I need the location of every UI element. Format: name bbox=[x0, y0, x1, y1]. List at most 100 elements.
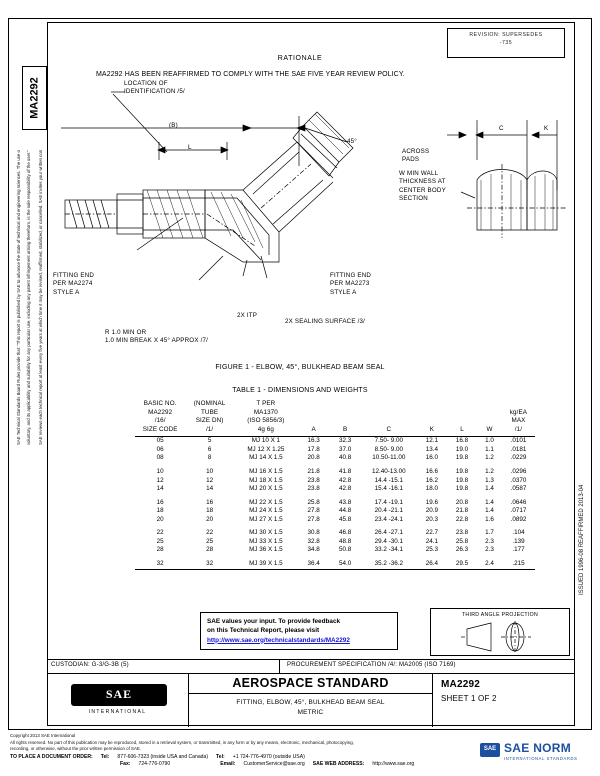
svg-text:MA2292: MA2292 bbox=[28, 77, 40, 119]
title-block-right-cell: MA2292 SHEET 1 OF 2 bbox=[433, 673, 575, 727]
rationale-text: MA2292 HAS BEEN REAFFIRMED TO COMPLY WIT… bbox=[96, 71, 405, 78]
table-cell-a: 36.4 bbox=[307, 560, 320, 567]
sidebar-legal-notes: SAE Technical Standards Board Rules prov… bbox=[16, 150, 43, 445]
table-cell-c: 23.4 -24.1 bbox=[374, 515, 404, 523]
table-cell-thread: MJ 24 X 1.5 bbox=[249, 507, 283, 515]
th-thread-4: 4g 6g bbox=[257, 425, 274, 433]
feedback-line-2: on this Technical Report, please visit bbox=[207, 627, 320, 635]
table-cell-weight: .177 bbox=[512, 546, 525, 554]
table-cell-k: 16.2 bbox=[425, 476, 439, 484]
custodian-text: CUSTODIAN: G-3/G-3B (5) bbox=[51, 662, 129, 668]
tel-intl-label: Tel: bbox=[216, 753, 225, 760]
table-bottom-rule bbox=[135, 568, 535, 572]
callout-dim-c: C bbox=[499, 125, 504, 132]
table-cell-a: 23.8 bbox=[307, 476, 320, 484]
revision-supersedes-label: REVISION: SUPERSEDES bbox=[469, 32, 543, 38]
table-cell-l: 19.8 bbox=[455, 454, 469, 462]
table-cell-w: 1.7 bbox=[485, 529, 494, 537]
table-cell-c: 12.40-13.00 bbox=[372, 467, 406, 475]
email-value: CustomerService@sae.org bbox=[243, 760, 305, 767]
table-header-row-2: MA2292 TUBE MA1370 kg/EA bbox=[135, 409, 535, 418]
table-cell-a: 21.8 bbox=[307, 467, 320, 475]
th-weight-2: MAX bbox=[511, 417, 526, 425]
table-cell-nominal: 28 bbox=[206, 546, 214, 554]
table-cell-nominal: 12 bbox=[206, 476, 214, 484]
feedback-url-link[interactable]: http://www.sae.org/technicalstandards/MA… bbox=[207, 636, 350, 644]
table-cell-w: 1.0 bbox=[485, 437, 494, 445]
table-cell-l: 23.8 bbox=[455, 529, 469, 537]
table-cell-thread: MJ 16 X 1.5 bbox=[249, 467, 283, 475]
table-cell-nominal: 14 bbox=[206, 485, 214, 493]
th-weight-3: /1/ bbox=[514, 425, 523, 433]
table-cell-basic: 28 bbox=[156, 546, 164, 554]
sae-logo-badge-icon: SAE bbox=[71, 684, 167, 706]
th-col-k: K bbox=[429, 425, 435, 433]
table-cell-l: 20.8 bbox=[455, 498, 469, 506]
table-cell-c: 17.4 -19.1 bbox=[374, 498, 404, 506]
standard-type-title: AEROSPACE STANDARD bbox=[232, 676, 389, 690]
third-angle-projection-label: THIRD ANGLE PROJECTION bbox=[461, 612, 539, 618]
table-cell-c: 35.2 -36.2 bbox=[374, 560, 404, 567]
callout-across-pads: ACROSS PADS bbox=[402, 148, 430, 164]
table-cell-b: 43.8 bbox=[338, 498, 352, 506]
table-cell-thread: MJ 10 X 1 bbox=[251, 437, 281, 445]
table-foot bbox=[135, 568, 535, 572]
table-cell-l: 22.8 bbox=[455, 515, 469, 523]
th-col-l: L bbox=[460, 425, 464, 433]
table-cell-weight: .0892 bbox=[510, 515, 527, 523]
table-header-row-3: /16/ SIZE DN) (ISO 5856/3) MAX bbox=[135, 417, 535, 426]
svg-text:voluntary, and its applicabili: voluntary, and its applicability and sui… bbox=[26, 150, 31, 445]
revision-supersedes-value: -735 bbox=[499, 40, 513, 46]
table-cell-nominal: 10 bbox=[206, 467, 214, 475]
table-cell-k: 25.3 bbox=[425, 546, 439, 554]
table-cell-thread: MJ 20 X 1.5 bbox=[249, 485, 283, 493]
callout-two-x-itp: 2X ITP bbox=[237, 312, 258, 319]
table-cell-w: 1.4 bbox=[485, 485, 494, 493]
title-block-divider bbox=[279, 660, 280, 673]
th-thread-3: (ISO 5856/3) bbox=[247, 417, 285, 425]
table-cell-l: 19.8 bbox=[455, 476, 469, 484]
document-description: FITTING, ELBOW, 45°, BULKHEAD BEAM SEAL … bbox=[189, 698, 432, 717]
table-cell-w: 1.4 bbox=[485, 498, 494, 506]
callout-wall-thickness: W MIN WALL THICKNESS AT CENTER BODY SECT… bbox=[399, 170, 446, 203]
tel-intl-value: +1 724-776-4970 (outside USA) bbox=[232, 753, 305, 760]
table-cell-b: 54.0 bbox=[338, 560, 352, 567]
feedback-box: SAE values your input. To provide feedba… bbox=[200, 612, 398, 650]
table-cell-w: 1.2 bbox=[485, 467, 494, 475]
callout-sealing-surface: 2X SEALING SURFACE /3/ bbox=[285, 318, 366, 325]
table-cell-weight: .0296 bbox=[510, 467, 527, 475]
table-cell-c: 33.2 -34.1 bbox=[374, 546, 404, 554]
watermark-badge-icon: SAE bbox=[480, 743, 500, 757]
callout-fitting-end-left: FITTING END PER MA2274 STYLE A bbox=[53, 272, 95, 296]
fax-label: Fax: bbox=[120, 760, 131, 767]
table-cell-a: 34.8 bbox=[307, 546, 320, 554]
table-cell-thread: MJ 27 X 1.5 bbox=[249, 515, 283, 523]
table-cell-thread: MJ 14 X 1.5 bbox=[249, 454, 283, 462]
th-col-b: B bbox=[342, 425, 348, 433]
title-block-center-rule bbox=[189, 693, 432, 694]
table-cell-k: 20.3 bbox=[425, 515, 439, 523]
email-label: Email: bbox=[220, 760, 236, 767]
table-cell-basic: 18 bbox=[156, 507, 164, 515]
rationale-heading: RATIONALE bbox=[277, 55, 323, 62]
watermark: SAE SAE NORM INTERNATIONAL STANDARDS bbox=[480, 740, 588, 770]
feedback-line-1: SAE values your input. To provide feedba… bbox=[207, 618, 341, 625]
table-cell-basic: 14 bbox=[156, 485, 164, 493]
table-cell-thread: MJ 22 X 1.5 bbox=[249, 498, 283, 506]
table-cell-basic: 22 bbox=[156, 529, 164, 537]
table-cell-a: 16.3 bbox=[307, 437, 320, 445]
fax-value: 724-776-0790 bbox=[138, 760, 171, 767]
table-cell-nominal: 16 bbox=[206, 498, 214, 506]
copyright-line: Copyright 2013 SAE International bbox=[10, 733, 76, 738]
table-cell-c: 15.4 -16.1 bbox=[374, 485, 404, 493]
table-cell-a: 25.8 bbox=[307, 498, 320, 506]
th-nominal-3: SIZE DN) bbox=[195, 417, 224, 425]
dimensions-table: BASIC NO. (NOMINAL T PER MA2292 TUBE MA1… bbox=[135, 400, 535, 572]
table-cell-weight: .0587 bbox=[510, 485, 527, 493]
table-cell-weight: .0229 bbox=[510, 454, 527, 462]
